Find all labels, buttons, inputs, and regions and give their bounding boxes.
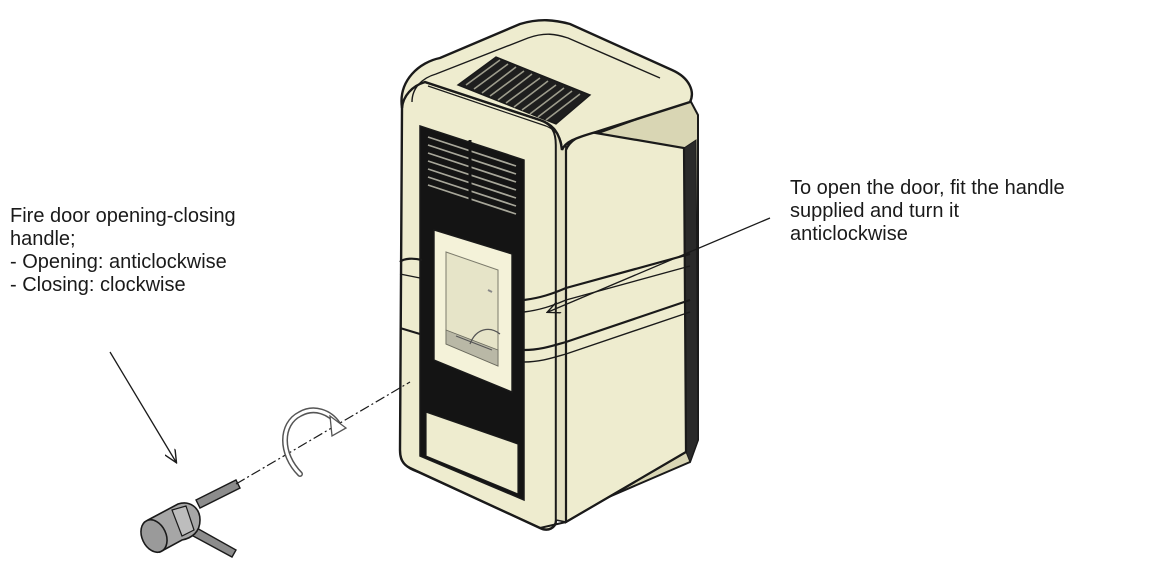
- stove-upper-band: [399, 252, 691, 302]
- front-grille: [427, 136, 517, 215]
- handle-instructions-label: Fire door opening-closing handle; - Open…: [10, 205, 236, 297]
- left-leader-arrow: [109, 351, 176, 462]
- right-leader-arrow: [548, 217, 771, 312]
- handle-label-line-2: handle;: [10, 228, 76, 250]
- door-label-line-3: anticlockwise: [790, 223, 908, 245]
- handle-label-line-4: - Closing: clockwise: [10, 274, 186, 296]
- stove-base: [399, 449, 687, 530]
- door-label-line-1: To open the door, fit the handle: [790, 177, 1065, 199]
- handle-label-line-1: Fire door opening-closing: [10, 205, 236, 227]
- ash-drawer: [425, 411, 519, 495]
- door-instructions-label: To open the door, fit the handle supplie…: [790, 177, 1065, 246]
- pellet-stove: [398, 19, 699, 531]
- door-glass: [433, 229, 513, 394]
- stove-top-front-edge: [427, 85, 563, 149]
- top-grille: [456, 56, 592, 125]
- stove-top-inner-edge: [411, 33, 661, 103]
- door-handle-tool: [140, 479, 241, 558]
- stove-lower-band: [399, 298, 691, 352]
- axis-centerline: [235, 381, 411, 485]
- handle-label-line-3: - Opening: anticlockwise: [10, 251, 227, 273]
- door-label-line-2: supplied and turn it: [790, 200, 960, 222]
